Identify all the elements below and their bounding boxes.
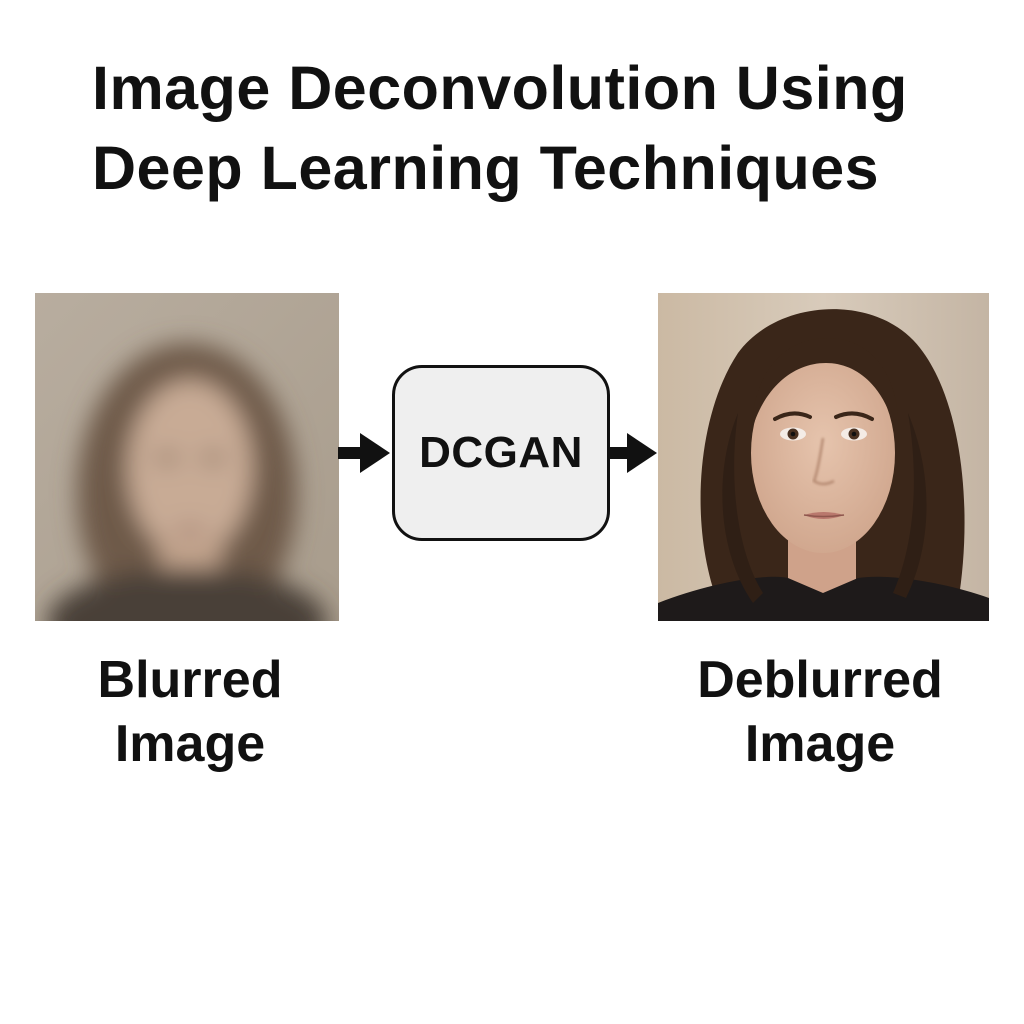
arrow-right-icon bbox=[609, 430, 661, 476]
deblurred-caption-line-1: Deblurred bbox=[697, 651, 943, 709]
dcgan-model-box: DCGAN bbox=[392, 365, 610, 541]
blurred-image-caption: Blurred Image bbox=[40, 648, 340, 776]
blurred-image bbox=[35, 293, 339, 621]
blurred-caption-line-1: Blurred bbox=[97, 651, 283, 709]
deblurred-image bbox=[658, 293, 989, 621]
title-line-2: Deep Learning Techniques bbox=[92, 134, 880, 202]
model-label: DCGAN bbox=[419, 428, 583, 477]
deblurred-image-caption: Deblurred Image bbox=[660, 648, 980, 776]
blurred-caption-line-2: Image bbox=[114, 715, 266, 773]
deblurred-caption-line-2: Image bbox=[744, 715, 896, 773]
title-line-1: Image Deconvolution Using bbox=[92, 54, 908, 122]
page-title: Image Deconvolution Using Deep Learning … bbox=[92, 48, 992, 208]
arrow-right-icon bbox=[338, 430, 390, 476]
